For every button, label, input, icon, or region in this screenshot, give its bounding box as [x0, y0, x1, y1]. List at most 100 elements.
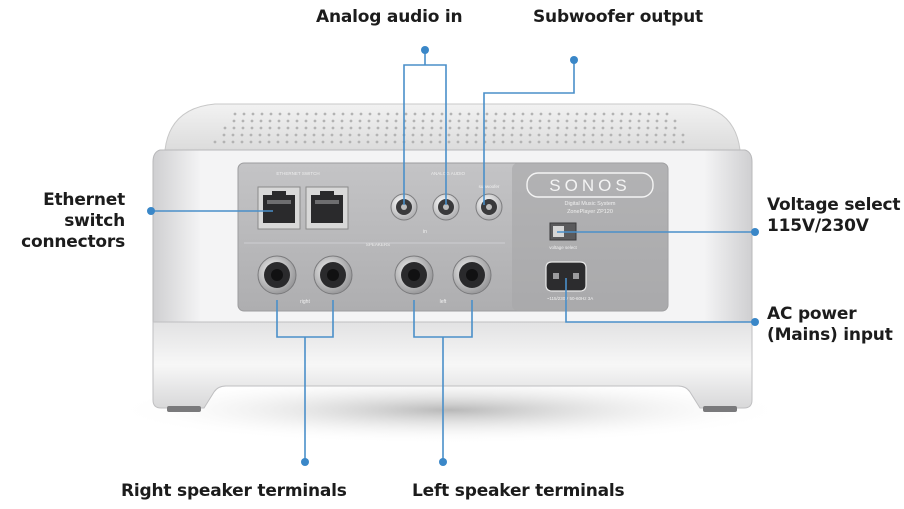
ethernet-port-1: [257, 186, 301, 230]
vent-hole: [529, 126, 533, 130]
vent-hole: [231, 133, 235, 137]
vent-hole: [304, 119, 308, 123]
vent-hole: [267, 140, 271, 144]
vent-hole: [350, 112, 354, 116]
vent-hole: [386, 112, 390, 116]
vent-hole: [375, 133, 379, 137]
vent-hole: [393, 140, 397, 144]
vent-hole: [349, 119, 353, 123]
vent-hole: [438, 133, 442, 137]
vent-hole: [592, 119, 596, 123]
vent-hole: [358, 119, 362, 123]
vent-hole: [556, 119, 560, 123]
ethernet-port-2: [305, 186, 349, 230]
vent-hole: [636, 140, 640, 144]
callout-line-subwoofer: [483, 60, 575, 205]
vent-hole: [294, 140, 298, 144]
vent-hole: [664, 126, 668, 130]
vent-hole: [260, 112, 264, 116]
vent-hole: [456, 140, 460, 144]
base-foot-right: [703, 406, 737, 412]
vent-hole: [458, 112, 462, 116]
vent-hole: [620, 112, 624, 116]
vent-hole: [665, 112, 669, 116]
vent-hole: [249, 140, 253, 144]
left-terminals-label: left: [440, 299, 447, 305]
vent-hole: [394, 119, 398, 123]
vent-hole: [305, 112, 309, 116]
vent-hole: [548, 112, 552, 116]
vent-hole: [602, 112, 606, 116]
vent-hole: [348, 140, 352, 144]
vent-hole: [385, 119, 389, 123]
vent-hole: [341, 112, 345, 116]
vent-hole: [457, 126, 461, 130]
label-ethernet-switch-connectors: Ethernet switch connectors: [0, 190, 125, 253]
vent-hole: [637, 126, 641, 130]
vent-hole: [269, 112, 273, 116]
callout-dot-voltage: [751, 228, 759, 236]
vent-hole: [628, 119, 632, 123]
callout-dots: [147, 46, 759, 466]
vent-hole: [223, 126, 227, 130]
vent-hole: [429, 133, 433, 137]
voltage-switch-label: voltage select: [549, 245, 577, 250]
vent-hole: [241, 119, 245, 123]
vent-hole: [413, 112, 417, 116]
vent-hole: [537, 140, 541, 144]
vent-hole: [394, 126, 398, 130]
vent-hole: [285, 140, 289, 144]
speaker-binding-post: [452, 255, 492, 295]
speaker-binding-post: [394, 255, 434, 295]
vent-hole: [422, 112, 426, 116]
vent-hole: [520, 119, 524, 123]
vent-hole: [646, 119, 650, 123]
vent-hole: [574, 126, 578, 130]
vent-hole: [564, 133, 568, 137]
vent-hole: [601, 126, 605, 130]
callout-dot-left-speaker: [439, 458, 447, 466]
vent-hole: [521, 112, 525, 116]
vent-hole: [484, 126, 488, 130]
label-ac-power-input: AC power (Mains) input: [767, 304, 893, 346]
vent-hole: [565, 126, 569, 130]
analog-in-label: in: [423, 229, 427, 235]
vent-hole: [539, 112, 543, 116]
vent-hole: [457, 119, 461, 123]
vent-hole: [366, 133, 370, 137]
right-terminals-label: right: [300, 299, 310, 305]
vent-hole: [438, 140, 442, 144]
vent-hole: [313, 126, 317, 130]
power-rating-label: ~115/230V 50-60Hz 3A: [547, 296, 594, 301]
floor-shadow: [110, 376, 790, 444]
vent-hole: [420, 133, 424, 137]
section-analog-label: ANALOG AUDIO: [431, 171, 466, 176]
vent-hole: [448, 119, 452, 123]
vent-hole: [557, 112, 561, 116]
label-analog-audio-in: Analog audio in: [316, 7, 463, 27]
vent-hole: [366, 140, 370, 144]
vent-hole: [610, 119, 614, 123]
vent-hole: [286, 119, 290, 123]
vent-hole: [313, 119, 317, 123]
vent-hole: [501, 133, 505, 137]
vent-hole: [582, 133, 586, 137]
vent-hole: [332, 112, 336, 116]
vent-hole: [519, 140, 523, 144]
vent-hole: [377, 112, 381, 116]
vent-hole: [258, 133, 262, 137]
vent-hole: [627, 140, 631, 144]
vent-hole: [421, 126, 425, 130]
vent-hole: [240, 140, 244, 144]
vent-hole: [529, 119, 533, 123]
vent-hole: [277, 119, 281, 123]
vent-hole: [393, 133, 397, 137]
sonos-logo: SONOS: [549, 176, 630, 195]
vent-hole: [503, 112, 507, 116]
vent-hole: [404, 112, 408, 116]
vent-hole: [655, 126, 659, 130]
vent-hole: [673, 119, 677, 123]
vent-hole: [475, 119, 479, 123]
vent-hole: [502, 126, 506, 130]
model-line-1: Digital Music System: [564, 201, 615, 207]
